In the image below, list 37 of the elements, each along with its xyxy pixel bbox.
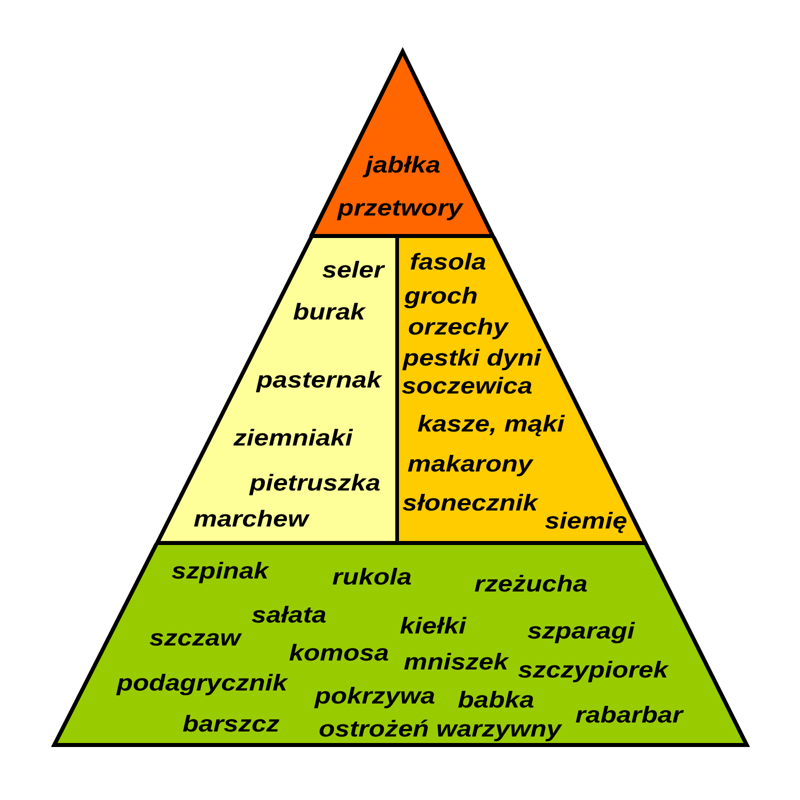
food-label: siemię — [544, 508, 628, 534]
food-label: szczypiorek — [518, 657, 668, 683]
food-label: babka — [458, 687, 534, 713]
food-label: pestki dyni — [402, 345, 542, 371]
food-label: pokrzywa — [314, 683, 436, 709]
food-label: burak — [292, 299, 365, 325]
food-label: jabłka — [365, 152, 440, 178]
food-label: orzechy — [408, 314, 508, 340]
food-label: fasola — [410, 249, 486, 275]
pyramid-tier — [397, 236, 648, 543]
food-label: marchew — [194, 506, 308, 532]
pyramid-tier — [154, 236, 397, 543]
food-label: mniszek — [404, 649, 508, 675]
food-label: kiełki — [400, 613, 466, 639]
food-label: rzeżucha — [474, 571, 588, 597]
food-label: kasze, mąki — [417, 411, 565, 437]
food-label: rukola — [332, 564, 412, 590]
food-label: komosa — [289, 640, 389, 666]
food-label: słonecznik — [402, 490, 538, 516]
food-label: seler — [322, 257, 384, 283]
food-label: szparagi — [527, 618, 635, 644]
food-label: makarony — [408, 451, 532, 477]
food-label: rabarbar — [575, 702, 683, 728]
food-label: barszcz — [182, 711, 280, 737]
food-label: szpinak — [171, 558, 269, 584]
food-label: podagrycznik — [116, 670, 288, 696]
food-label: pasternak — [256, 367, 382, 393]
food-label: sałata — [252, 602, 326, 628]
food-label: ostrożeń warzywny — [318, 716, 562, 742]
pyramid-tier — [309, 47, 496, 236]
food-label: szczaw — [149, 625, 241, 651]
food-label: groch — [404, 283, 478, 309]
food-label: ziemniaki — [233, 425, 353, 451]
food-label: soczewica — [402, 373, 532, 399]
pyramid-tier — [51, 543, 750, 747]
food-label: przetwory — [338, 195, 462, 221]
food-label: pietruszka — [250, 470, 380, 496]
